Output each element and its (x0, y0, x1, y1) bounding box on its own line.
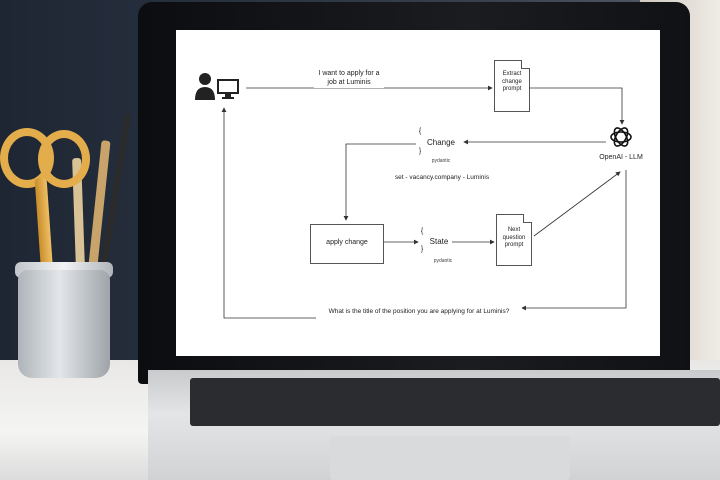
state-pydantic-label: pydantic (433, 258, 453, 264)
openai-logo-icon (610, 127, 632, 147)
extract-change-prompt-doc: Extract change prompt (494, 60, 530, 112)
next-question-text: What is the title of the position you ar… (316, 308, 522, 317)
laptop-keyboard (190, 378, 720, 426)
set-instruction-text: set - vacancy.company - Luminis (394, 174, 490, 181)
diagram-connectors (221, 85, 627, 319)
scissors-handle (38, 130, 90, 188)
user-at-computer-icon (195, 73, 239, 100)
change-label: Change (426, 138, 456, 147)
apply-change-box: apply change (310, 224, 384, 264)
llm-label: OpenAI - LLM (599, 154, 643, 161)
state-brace-open: { (420, 228, 424, 235)
laptop-screen: I want to apply for a job at Luminis Ext… (176, 30, 660, 356)
change-pydantic-label: pydantic (431, 158, 451, 164)
laptop-trackpad (330, 436, 570, 480)
state-label: State (429, 237, 449, 246)
pencil-holder (18, 270, 110, 378)
change-brace-open: { (418, 128, 422, 135)
next-question-prompt-doc: Next question prompt (496, 214, 532, 266)
user-request-label: I want to apply for a job at Luminis (314, 70, 384, 88)
state-brace-close: } (420, 246, 424, 253)
change-brace-close: } (418, 148, 422, 155)
